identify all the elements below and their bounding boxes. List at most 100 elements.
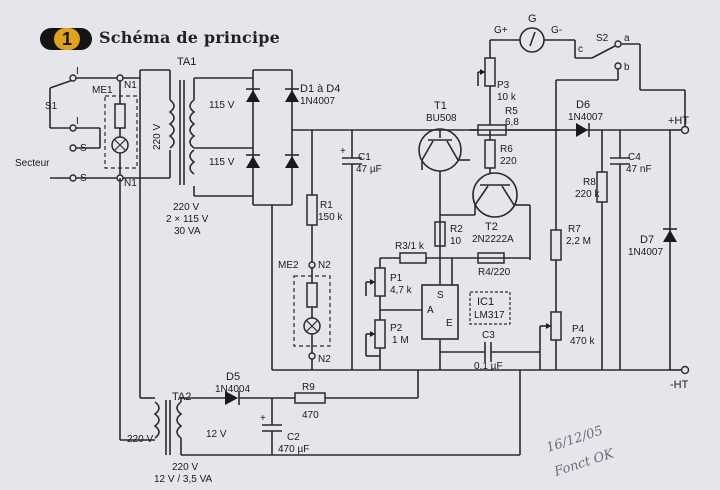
n2-bottom-label: N2 [318, 354, 331, 365]
switch-s2 [555, 40, 685, 230]
ta2-label: TA2 [172, 391, 191, 403]
d1d4-label: D1 à D4 [300, 83, 340, 95]
r2-value: 10 [450, 236, 462, 247]
resistor-r8 [596, 130, 608, 370]
capacitor-c1: + [340, 130, 362, 370]
t1-value: BU508 [426, 113, 457, 124]
p3-value: 10 k [497, 92, 517, 103]
ta1-sec-a: 115 V [209, 100, 235, 111]
t2-label: T2 [485, 221, 498, 233]
r9-label: R9 [302, 382, 315, 393]
r7-label: R7 [568, 224, 581, 235]
c1-value: 47 µF [356, 164, 382, 175]
c2-value: 470 µF [278, 444, 309, 455]
svg-text:+: + [340, 146, 346, 157]
n1-bottom-label: N1 [124, 178, 137, 189]
regulator-ic1 [421, 258, 511, 370]
resistor-r5 [470, 124, 560, 136]
svg-text:+: + [260, 413, 266, 424]
diode-d7 [663, 130, 677, 370]
capacitor-c2: + [260, 398, 282, 455]
resistor-r7 [550, 229, 562, 312]
ta2-primary: 220 V [127, 434, 153, 445]
ta2-secondary: 12 V [206, 429, 227, 440]
pot-p1 [365, 258, 386, 320]
pot-p2 [365, 309, 422, 370]
section-badge: 1 [40, 28, 92, 50]
pot-p3 [477, 40, 496, 125]
r8-value: 220 k [575, 189, 600, 200]
r6-label: R6 [500, 144, 513, 155]
n2-top-label: N2 [318, 260, 331, 271]
term-s1: S [80, 143, 87, 154]
ta1-label: TA1 [177, 56, 196, 68]
switch-s1-label: S1 [45, 101, 58, 112]
p4-label: P4 [572, 324, 585, 335]
r6-value: 220 [500, 156, 517, 167]
me2-label: ME2 [278, 260, 299, 271]
d1d4-value: 1N4007 [300, 96, 335, 107]
r9-value: 470 [302, 410, 319, 421]
p1-value: 4,7 k [390, 285, 413, 296]
r1-label: R1 [320, 200, 333, 211]
ta2-spec2: 12 V / 3,5 VA [154, 474, 213, 485]
ta1-spec2: 2 × 115 V [166, 214, 209, 225]
galvanometer-g [490, 27, 592, 59]
resistor-r2 [434, 221, 446, 247]
p4-value: 470 k [570, 336, 595, 347]
ic1-pin-s: S [437, 290, 444, 301]
capacitor-c4 [610, 130, 630, 370]
term-i1: I [76, 66, 79, 77]
r5-label: R5 [505, 106, 518, 117]
diode-d6 [576, 123, 590, 137]
d5-value: 1N4004 [215, 384, 250, 395]
p2-label: P2 [390, 323, 403, 334]
c1-label: C1 [358, 152, 371, 163]
meter-c: c [578, 44, 583, 55]
t2-value: 2N2222A [472, 234, 514, 245]
r8-label: R8 [583, 177, 596, 188]
transformer-ta1 [168, 77, 254, 197]
c4-value: 47 nF [626, 164, 652, 175]
t1-label: T1 [434, 100, 447, 112]
pot-p4 [539, 311, 562, 370]
ic1-pin-a: A [427, 305, 434, 316]
ta1-spec3: 30 VA [174, 226, 201, 237]
s2-label: S2 [596, 33, 609, 44]
r4-label: R4/220 [478, 267, 511, 278]
r2-label: R2 [450, 224, 463, 235]
n1-top-label: N1 [124, 80, 137, 91]
resistor-r6 [484, 130, 496, 174]
c3-value: 0,1 µF [474, 361, 503, 372]
lamp-me2 [293, 261, 331, 370]
lamp-me1 [104, 81, 138, 175]
output-plus-ht: +HT [668, 115, 689, 127]
page-title: Schéma de principe [99, 28, 281, 47]
r5-value: 6,8 [505, 117, 519, 128]
p3-label: P3 [497, 80, 510, 91]
c3-label: C3 [482, 330, 495, 341]
r7-value: 2,2 M [566, 236, 591, 247]
d7-value: 1N4007 [628, 247, 663, 258]
d6-label: D6 [576, 99, 590, 111]
transistor-t2 [440, 172, 531, 260]
d5-label: D5 [226, 371, 240, 383]
meter-plus: G+ [494, 25, 508, 36]
resistor-r1 [306, 130, 318, 262]
me1-label: ME1 [92, 85, 113, 96]
r3-label: R3/1 k [395, 241, 425, 252]
output-minus-ht: -HT [670, 379, 689, 391]
handwritten-note: 16/12/05 Fonct OK [545, 423, 617, 480]
transformer-ta2 [119, 178, 272, 456]
output-terminals [670, 90, 690, 375]
section-number: 1 [54, 28, 80, 50]
resistor-r3 [380, 252, 530, 264]
term-i2: I [76, 116, 79, 127]
term-s2: S [80, 173, 87, 184]
resistor-r9 [294, 370, 419, 404]
c2-label: C2 [287, 432, 300, 443]
c4-label: C4 [628, 152, 641, 163]
mains-wiring [49, 69, 171, 179]
